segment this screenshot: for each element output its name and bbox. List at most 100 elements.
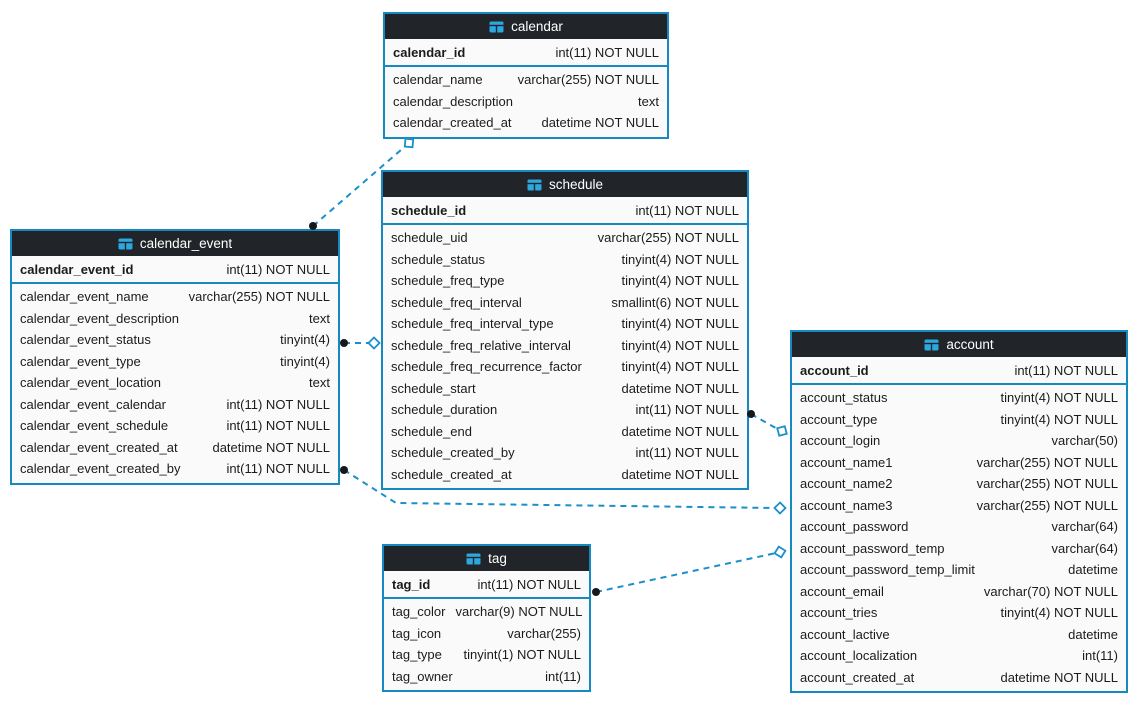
connector-schedule-account[interactable]	[747, 410, 790, 439]
column-name: schedule_duration	[391, 402, 498, 418]
table-header[interactable]: calendar	[385, 14, 667, 39]
column-name: tag_id	[392, 576, 431, 592]
column-row[interactable]: schedule_created_by int(11) NOT NULL	[383, 442, 747, 464]
table-title: schedule	[548, 177, 604, 192]
column-type: int(11) NOT NULL	[635, 445, 739, 461]
table-schedule[interactable]: schedule schedule_id int(11) NOT NULL sc…	[381, 170, 749, 490]
connector-calendar_event-schedule[interactable]	[340, 336, 381, 350]
column-name: schedule_freq_interval	[391, 294, 522, 310]
column-type: varchar(9) NOT NULL	[455, 604, 583, 620]
column-name: account_status	[800, 390, 888, 406]
column-name: schedule_end	[391, 423, 472, 439]
column-name: tag_icon	[392, 625, 442, 641]
column-type: text	[638, 93, 659, 109]
table-header[interactable]: tag	[384, 546, 589, 571]
one-end-diamond	[776, 425, 788, 437]
primary-key-row[interactable]: calendar_event_id int(11) NOT NULL	[12, 256, 338, 284]
column-row[interactable]: calendar_event_location text	[12, 372, 338, 394]
column-type: datetime NOT NULL	[541, 115, 659, 131]
column-type: tinyint(4) NOT NULL	[621, 251, 739, 267]
column-name: account_id	[800, 362, 869, 378]
column-name: calendar_event_created_by	[20, 461, 181, 477]
column-name: account_password	[800, 519, 909, 535]
table-icon	[466, 553, 481, 565]
column-type: datetime NOT NULL	[621, 380, 739, 396]
column-name: schedule_id	[391, 202, 467, 218]
primary-key-row[interactable]: calendar_id int(11) NOT NULL	[385, 39, 667, 67]
column-name: account_type	[800, 411, 878, 427]
column-name: schedule_freq_relative_interval	[391, 337, 571, 353]
column-name: schedule_start	[391, 380, 476, 396]
one-end-diamond	[773, 545, 787, 559]
column-name: account_tries	[800, 605, 878, 621]
table-icon	[118, 238, 133, 250]
primary-key-row[interactable]: account_id int(11) NOT NULL	[792, 357, 1126, 385]
column-name: calendar_event_schedule	[20, 418, 169, 434]
column-name: account_login	[800, 433, 881, 449]
column-name: calendar_event_location	[20, 375, 161, 391]
column-name: schedule_created_by	[391, 445, 515, 461]
column-type: text	[309, 310, 330, 326]
column-type: datetime	[1068, 562, 1118, 578]
primary-key-row[interactable]: schedule_id int(11) NOT NULL	[383, 197, 747, 225]
table-calendar[interactable]: calendar calendar_id int(11) NOT NULL ca…	[383, 12, 669, 139]
table-header[interactable]: schedule	[383, 172, 747, 197]
table-header[interactable]: account	[792, 332, 1126, 357]
one-end-diamond	[773, 501, 787, 515]
table-title: calendar_event	[139, 236, 233, 251]
column-row[interactable]: schedule_start datetime NOT NULL	[383, 378, 747, 400]
table-calendar-event[interactable]: calendar_event calendar_event_id int(11)…	[10, 229, 340, 485]
table-title: account	[946, 337, 994, 352]
column-name: schedule_created_at	[391, 466, 512, 482]
column-type: text	[309, 375, 330, 391]
column-row[interactable]: schedule_freq_recurrence_factor tinyint(4…	[383, 356, 747, 378]
table-account[interactable]: account account_id int(11) NOT NULL acco…	[790, 330, 1128, 693]
connector-tag-account[interactable]	[592, 545, 787, 596]
table-header[interactable]: calendar_event	[12, 231, 338, 256]
column-type: int(11) NOT NULL	[1014, 362, 1118, 378]
column-name: schedule_freq_recurrence_factor	[391, 359, 582, 375]
primary-key-row[interactable]: tag_id int(11) NOT NULL	[384, 571, 589, 599]
column-name: tag_owner	[392, 668, 453, 684]
column-type: tinyint(4) NOT NULL	[621, 359, 739, 375]
